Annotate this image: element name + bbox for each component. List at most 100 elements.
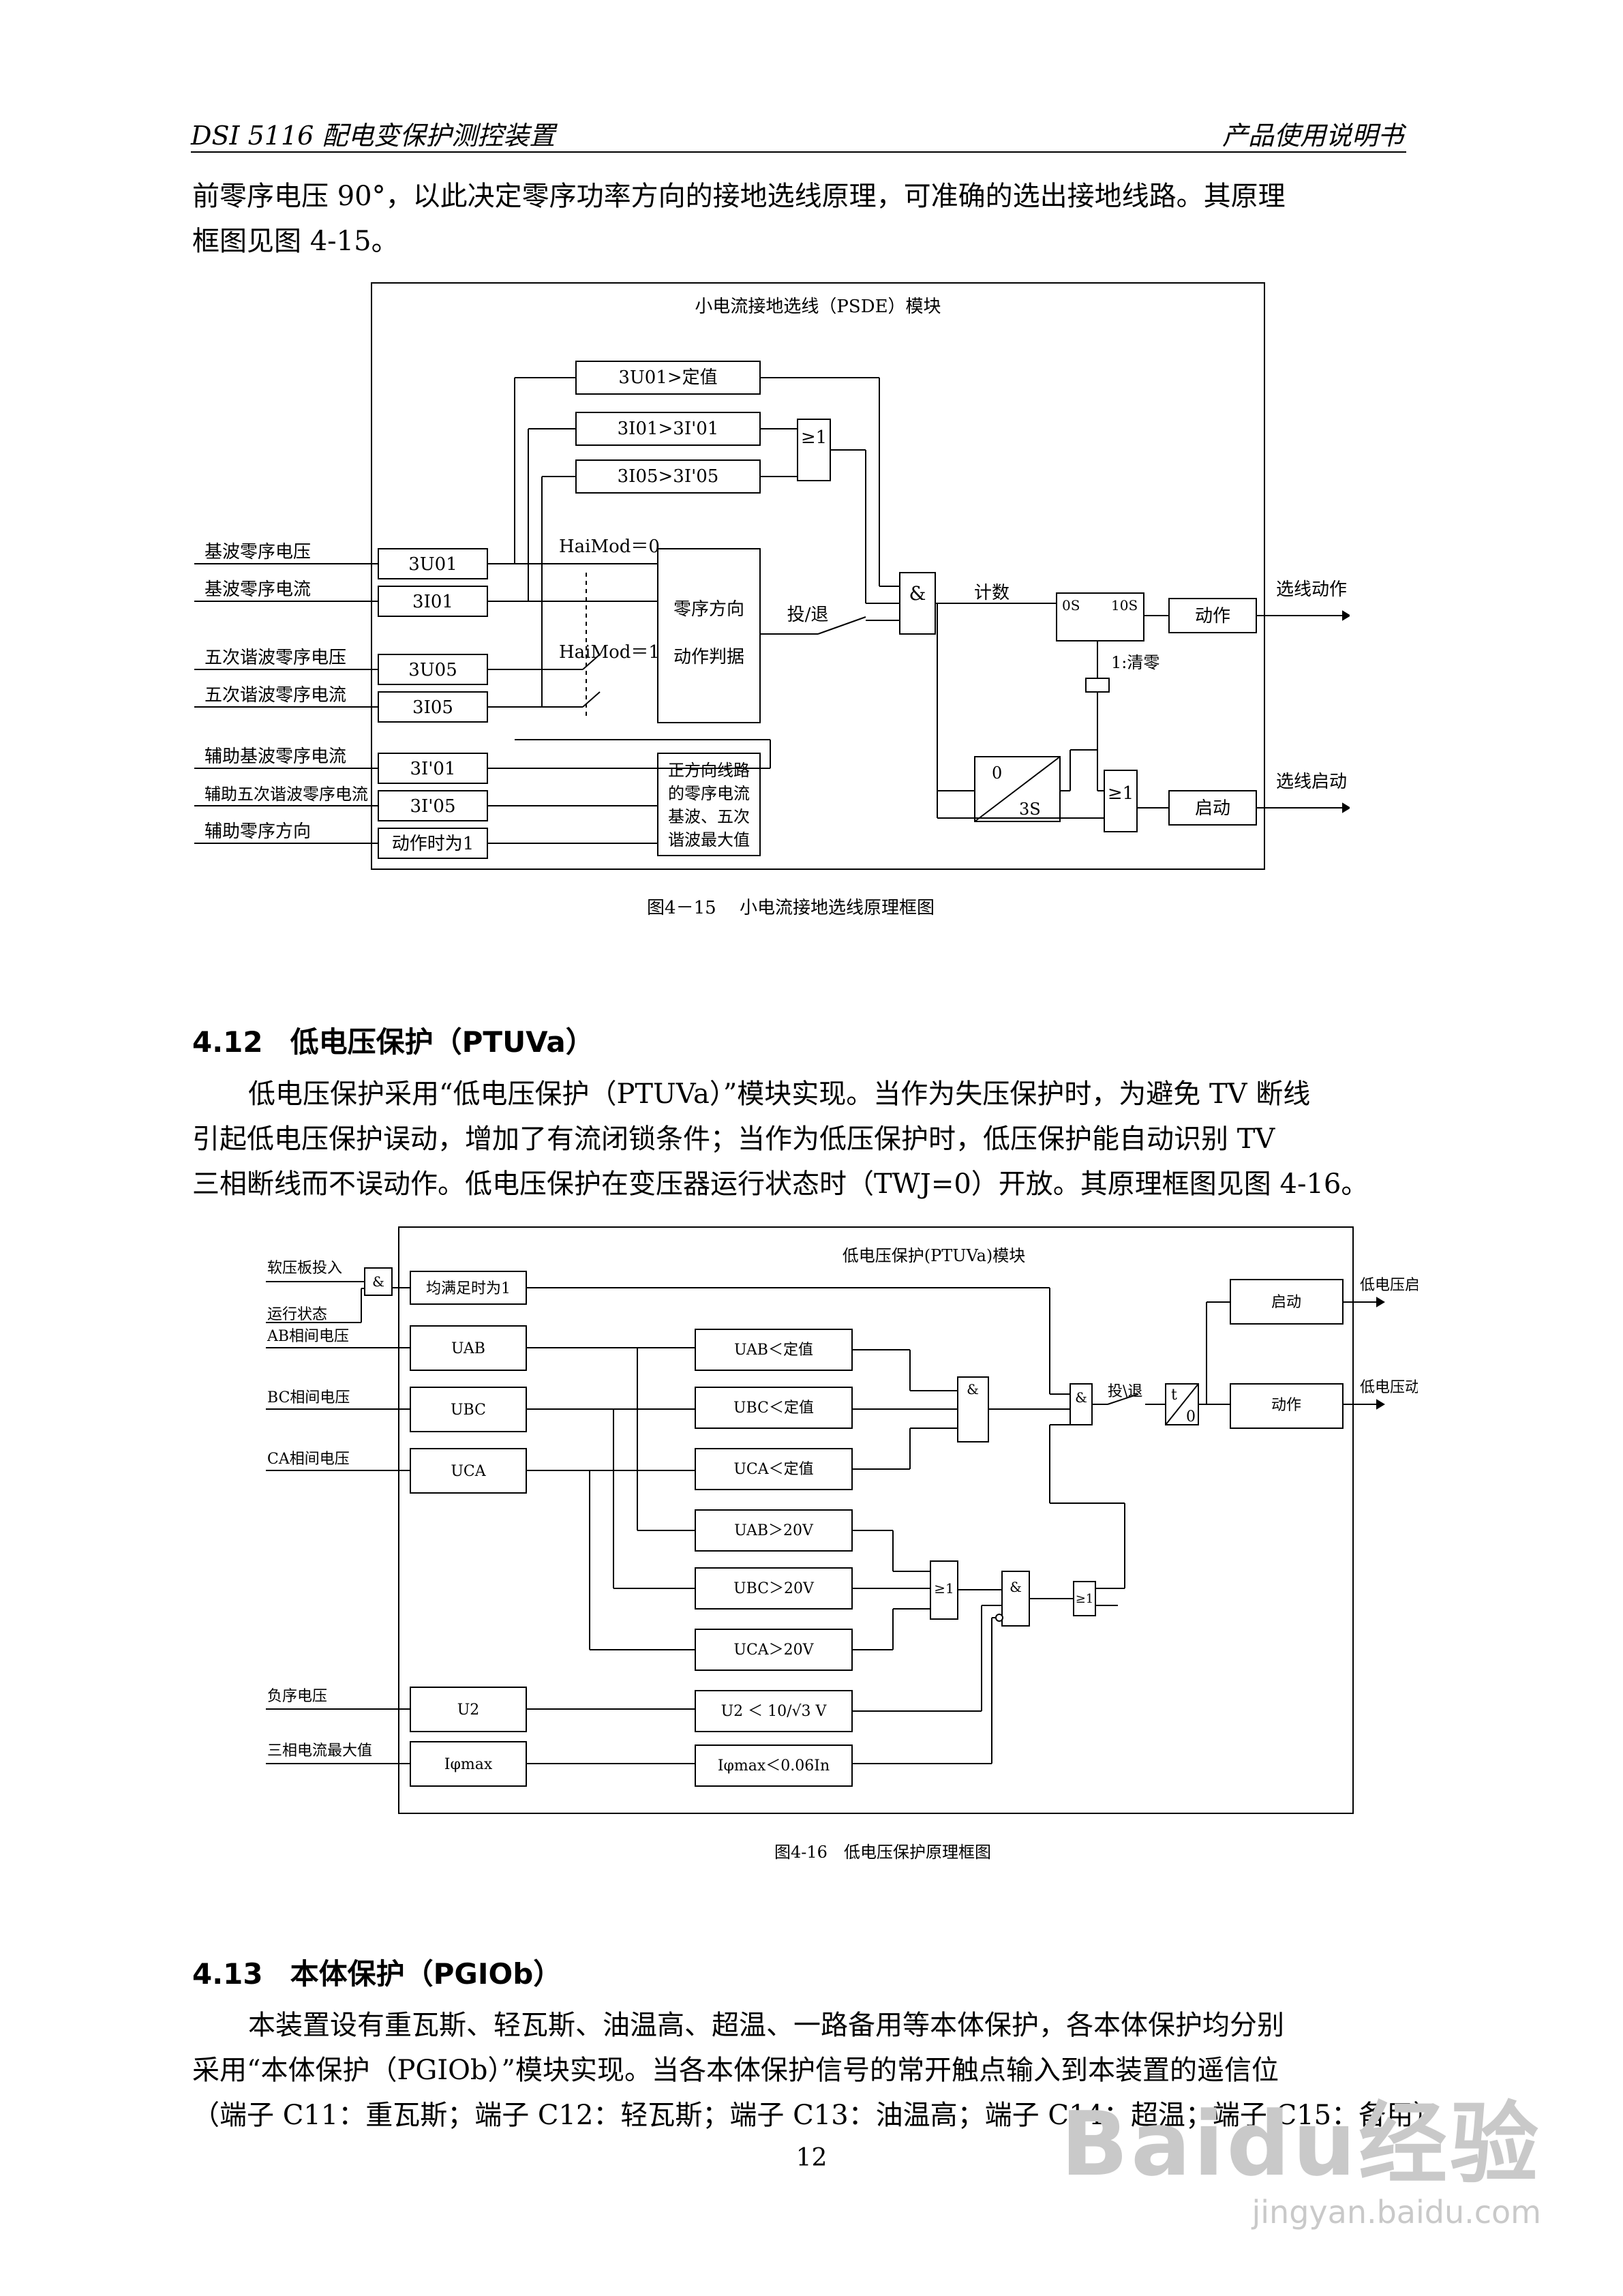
fig16-cmp: UCA＞20V bbox=[733, 1642, 814, 1659]
intro-line: 框图见图 4-15。 bbox=[192, 226, 399, 257]
section-title: 低电压保护（PTUVa） bbox=[290, 1025, 594, 1059]
fig16-or-gate: ≥1 bbox=[1076, 1592, 1094, 1606]
fig16-cmp: UBC＜定值 bbox=[733, 1400, 814, 1417]
fig15-cmp-i01: 3I01>3I'01 bbox=[618, 419, 719, 439]
fig16-cmp: Iφmax＜0.06In bbox=[718, 1757, 830, 1774]
header-doc-type: 产品使用说明书 bbox=[1222, 121, 1404, 151]
fig15-box-u01: 3U01 bbox=[408, 554, 457, 575]
fig16-start-box: 启动 bbox=[1271, 1294, 1301, 1311]
fig15-count: 计数 bbox=[974, 583, 1010, 603]
fig15-delay-0: 0 bbox=[992, 764, 1002, 783]
fig16-box-uab: UAB bbox=[451, 1340, 485, 1357]
fig15-input-label: 基波零序电压 bbox=[204, 542, 311, 562]
fig15-input-label: 五次谐波零序电压 bbox=[204, 648, 346, 668]
fig15-cmp-u01: 3U01>定值 bbox=[618, 367, 717, 388]
section-4-12-paragraph: 低电压保护采用“低电压保护（PTUVa）”模块实现。当作为失压保护时，为避免 T… bbox=[192, 1072, 1369, 1207]
fig16-title: 低电压保护(PTUVa)模块 bbox=[843, 1246, 1026, 1265]
fig15-dir-box-line: 动作判据 bbox=[673, 647, 744, 667]
fig15-or-gate: ≥1 bbox=[801, 427, 827, 448]
fig16-input-label: 负序电压 bbox=[267, 1688, 327, 1705]
section-number: 4.12 bbox=[192, 1025, 263, 1059]
fig16-amp-gate: & bbox=[372, 1273, 384, 1290]
fig16-box-u2: U2 bbox=[457, 1702, 480, 1719]
fig15-input-label: 辅助基波零序电流 bbox=[204, 746, 346, 767]
header-rule bbox=[191, 151, 1406, 153]
fig16-act-box: 动作 bbox=[1271, 1397, 1301, 1414]
fig16-caption: 图4-16 低电压保护原理框图 bbox=[774, 1843, 991, 1862]
fig15-cmp-i05: 3I05>3I'05 bbox=[618, 466, 719, 487]
header-title: DSI 5116 配电变保护测控装置 bbox=[191, 121, 556, 151]
fig16-input-label: CA相间电压 bbox=[267, 1451, 350, 1468]
fig15-haimod0: HaiMod＝0 bbox=[559, 537, 660, 557]
page-number: 12 bbox=[795, 2144, 828, 2172]
fig15-max-box-line: 正方向线路 bbox=[668, 761, 750, 780]
fig16-and-gate: & bbox=[1075, 1389, 1087, 1406]
fig16-and-gate: & bbox=[1010, 1579, 1022, 1595]
fig16-cmp: UAB＞20V bbox=[734, 1522, 814, 1539]
fig15-haimod1: HaiMod＝1 bbox=[559, 642, 660, 663]
section-4-13-paragraph: 本装置设有重瓦斯、轻瓦斯、油温高、超温、一路备用等本体保护，各本体保护均分别 采… bbox=[192, 2003, 1441, 2138]
paragraph-line: （端子 C11：重瓦斯；端子 C12：轻瓦斯；端子 C13：油温高；端子 C14… bbox=[192, 2100, 1441, 2131]
intro-paragraph: 前零序电压 90°，以此决定零序功率方向的接地选线原理，可准确的选出接地线路。其… bbox=[192, 174, 1351, 264]
fig15-out-act: 选线动作 bbox=[1276, 579, 1347, 600]
fig16-cmp: UCA＜定值 bbox=[733, 1461, 813, 1478]
fig15-box-i01: 3I01 bbox=[412, 592, 453, 612]
fig15-input-label: 辅助五次谐波零序电流 bbox=[204, 785, 368, 804]
fig15-max-box-line: 的零序电流 bbox=[668, 784, 750, 803]
fig15-box-ai01: 3I'01 bbox=[410, 759, 455, 779]
fig16-out-start: 低电压启动 bbox=[1360, 1277, 1418, 1294]
fig15-dir-box-line: 零序方向 bbox=[673, 599, 744, 620]
fig16-input-label: 三相电流最大值 bbox=[267, 1742, 372, 1759]
paragraph-line: 本装置设有重瓦斯、轻瓦斯、油温高、超温、一路备用等本体保护，各本体保护均分别 bbox=[248, 2010, 1284, 2041]
watermark-url: jingyan.baidu.com bbox=[1252, 2194, 1542, 2231]
fig15-box-dir: 动作时为1 bbox=[392, 834, 474, 854]
fig16-box-imax: Iφmax bbox=[444, 1756, 493, 1773]
watermark: Baidu经验 jingyan.baidu.com bbox=[1061, 2072, 1541, 2231]
fig15-caption: 图4－15 小电流接地选线原理框图 bbox=[647, 898, 935, 918]
fig16-input-label: 软压板投入 bbox=[267, 1260, 342, 1277]
fig16-box-uca: UCA bbox=[451, 1463, 486, 1480]
fig15-out-start: 选线启动 bbox=[1276, 772, 1347, 792]
section-title: 本体保护（PGIOb） bbox=[290, 1957, 562, 1991]
fig16-all-box: 均满足时为1 bbox=[426, 1280, 511, 1297]
paragraph-line: 引起低电压保护误动，增加了有流闭锁条件；当作为低压保护时，低压保护能自动识别 T… bbox=[192, 1123, 1275, 1155]
paragraph-line: 低电压保护采用“低电压保护（PTUVa）”模块实现。当作为失压保护时，为避免 T… bbox=[248, 1078, 1311, 1110]
fig16-input-label: BC相间电压 bbox=[267, 1389, 350, 1406]
fig16-cmp: UAB＜定值 bbox=[734, 1342, 813, 1359]
fig16-box-ubc: UBC bbox=[451, 1402, 486, 1419]
fig15-input-label: 辅助零序方向 bbox=[204, 821, 311, 842]
section-number: 4.13 bbox=[192, 1957, 263, 1991]
fig15-timer-10s: 10S bbox=[1111, 597, 1138, 614]
fig15-input-label: 基波零序电流 bbox=[204, 579, 311, 600]
fig15-delay-3s: 3S bbox=[1019, 800, 1041, 819]
figure-4-15: 小电流接地选线（PSDE）模块 3U01>定值 3I01>3I'01 3I05>… bbox=[194, 282, 1350, 918]
section-4-13-heading: 4.13 本体保护（PGIOb） bbox=[192, 1951, 562, 1993]
fig15-input-label: 五次谐波零序电流 bbox=[204, 685, 346, 706]
section-4-12-heading: 4.12 低电压保护（PTUVa） bbox=[192, 1019, 594, 1061]
fig15-or-gate-2: ≥1 bbox=[1108, 783, 1134, 804]
fig15-start-box: 启动 bbox=[1195, 798, 1230, 819]
fig15-box-ai05: 3I'05 bbox=[410, 796, 455, 817]
fig16-cmp: U2 ＜ 10/√3 V bbox=[721, 1703, 828, 1720]
fig16-and-gate: & bbox=[967, 1381, 979, 1398]
fig15-act-box: 动作 bbox=[1195, 606, 1230, 626]
fig15-clear: 1:清零 bbox=[1111, 653, 1159, 672]
fig16-cmp: UBC＞20V bbox=[733, 1580, 815, 1597]
fig16-or-gate: ≥1 bbox=[934, 1580, 954, 1597]
fig15-timer-0s: 0S bbox=[1062, 597, 1080, 614]
fig15-max-box-line: 谐波最大值 bbox=[668, 830, 750, 849]
fig15-box-i05: 3I05 bbox=[412, 697, 453, 718]
paragraph-line: 三相断线而不误动作。低电压保护在变压器运行状态时（TWJ=0）开放。其原理框图见… bbox=[192, 1168, 1369, 1200]
fig15-switch: 投/退 bbox=[787, 605, 829, 625]
intro-line: 前零序电压 90°，以此决定零序功率方向的接地选线原理，可准确的选出接地线路。其… bbox=[192, 181, 1286, 212]
fig15-and-gate: & bbox=[909, 582, 926, 605]
fig16-delay-zero: 0 bbox=[1186, 1408, 1196, 1425]
fig16-input-label: 运行状态 bbox=[267, 1306, 327, 1323]
fig15-max-box-line: 基波、五次 bbox=[668, 807, 750, 826]
fig16-delay-t: t bbox=[1171, 1387, 1177, 1404]
fig16-out-act: 低电压动作 bbox=[1360, 1379, 1418, 1396]
figure-4-16: 低电压保护(PTUVa)模块 软压板投入 运行状态 AB相间电压 BC相间电压 … bbox=[266, 1226, 1418, 1862]
fig16-switch: 投\退 bbox=[1108, 1383, 1142, 1400]
watermark-logo: Baidu经验 bbox=[1061, 2092, 1541, 2196]
fig16-input-label: AB相间电压 bbox=[267, 1328, 349, 1345]
